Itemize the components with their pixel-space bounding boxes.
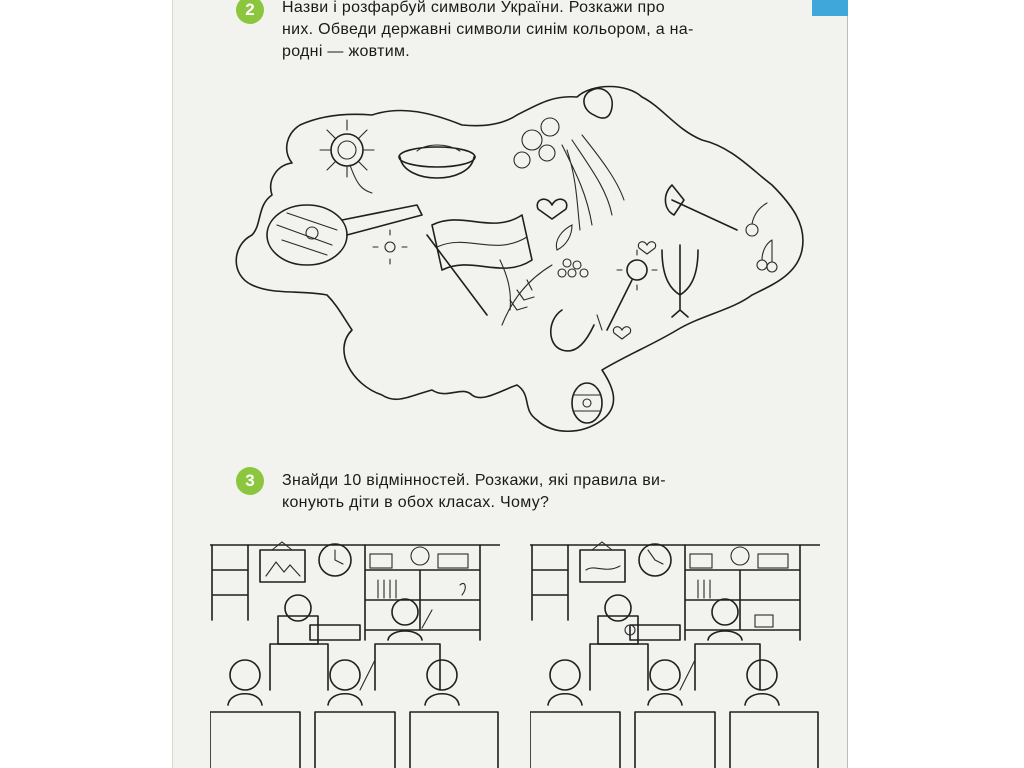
bookshelf: [211, 544, 249, 621]
axe-icon: [664, 184, 738, 231]
necklace-icon: [549, 309, 603, 352]
student-figure: [589, 594, 649, 691]
wheat-icon: [499, 259, 553, 326]
task-2-instructions: Назви і розфарбуй символи України. Розка…: [282, 0, 802, 63]
task-number: 2: [245, 0, 255, 19]
wall-picture: [579, 541, 626, 583]
flag-icon: [426, 214, 533, 316]
easter-egg-icon: [571, 382, 603, 424]
student-figure: [694, 598, 761, 691]
sunflower-icon: [319, 119, 375, 194]
bandura-icon: [266, 204, 423, 266]
bookshelf: [364, 544, 481, 641]
garlic-icon: [583, 87, 613, 119]
workbook-page: 2 Назви і розфарбуй символи України. Роз…: [172, 0, 848, 768]
mace-icon: [606, 249, 658, 331]
student-figure: [374, 598, 441, 691]
task-number-badge: 2: [236, 0, 264, 24]
task-2-line: родні — жовтим.: [282, 43, 411, 60]
student-figure: [744, 659, 780, 706]
cherries-icon: [745, 202, 778, 273]
student-figure: [227, 659, 263, 706]
task-3-instructions: Знайди 10 відмінностей. Розкажи, які пра…: [282, 470, 802, 514]
student-figure: [647, 659, 696, 706]
task-3-line: Знайди 10 відмінностей. Розкажи, які пра…: [282, 472, 666, 489]
wall-picture: [259, 541, 306, 583]
classroom-picture-right: [530, 541, 820, 768]
clock-icon: [318, 543, 352, 577]
bowl-icon: [398, 144, 476, 179]
task-3-line: конують діти в обох класах. Чому?: [282, 494, 550, 511]
bookshelf: [684, 544, 801, 641]
task-2-line: Назви і розфарбуй символи України. Розка…: [282, 0, 665, 16]
heart-icon: [612, 326, 632, 340]
heart-icon: [637, 241, 657, 255]
bookshelf: [531, 544, 569, 621]
task-2-line: них. Обведи державні символи синім кольо…: [282, 21, 694, 38]
ukraine-map-illustration: [235, 85, 804, 432]
student-figure: [327, 659, 376, 706]
student-figure: [269, 594, 329, 691]
ukraine-map-outline: [235, 85, 804, 432]
task-number-badge: 3: [236, 467, 264, 495]
page-corner-tab: [812, 0, 848, 16]
flowers-wreath-icon: [513, 117, 625, 231]
student-figure: [424, 659, 460, 706]
task-number: 3: [245, 471, 255, 490]
student-figure: [547, 659, 583, 706]
viburnum-icon: [555, 224, 589, 278]
trident-icon: [661, 244, 699, 318]
heart-icon: [536, 198, 568, 220]
clock-icon: [638, 543, 672, 577]
flower-icon: [372, 229, 408, 265]
classroom-picture-left: [210, 541, 500, 768]
